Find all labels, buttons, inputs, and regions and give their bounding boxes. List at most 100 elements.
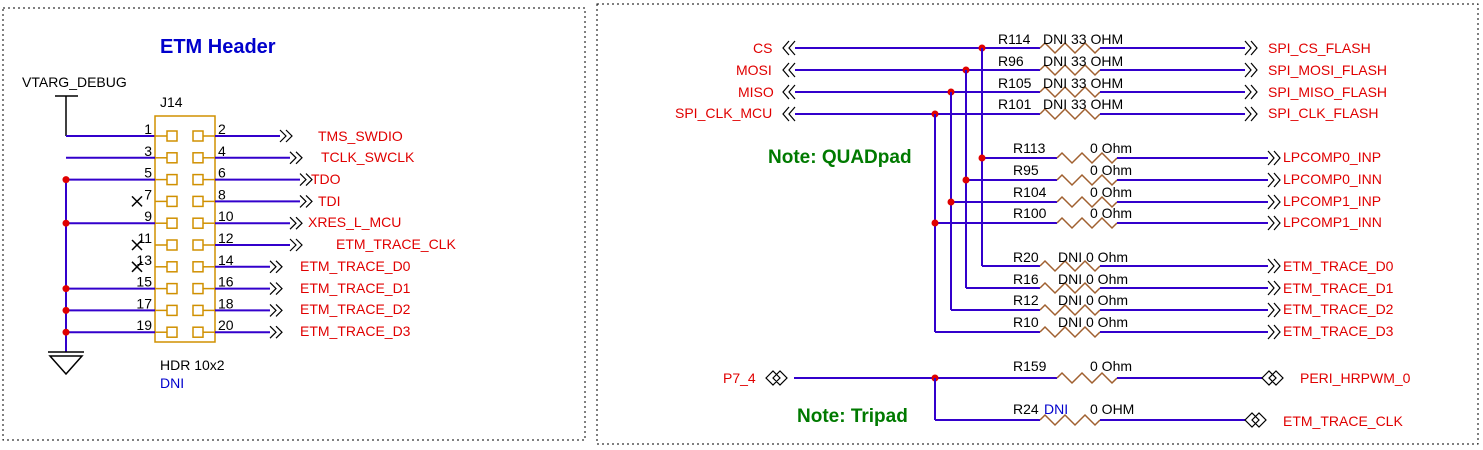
output-arrow [1267,324,1281,340]
r10-ref: R10 [1013,314,1039,330]
r104-val: 0 Ohm [1090,184,1132,200]
r96-ref: R96 [998,53,1024,69]
bidir-arrow [765,370,788,386]
left-wires [62,129,313,339]
input-label-cs: CS [753,40,772,56]
output-arrow [1244,62,1258,78]
output-arrow [1267,302,1281,318]
offpage-arrow [269,260,283,274]
out-peri-hrpwm: PERI_HRPWM_0 [1300,370,1411,386]
resistor [1056,151,1118,165]
pin-number-right: 10 [218,208,234,224]
r24-ref: R24 [1013,401,1039,417]
junction-dot [947,198,955,206]
nc-mark [131,261,143,273]
pin-number-right: 20 [218,317,234,333]
input-arrow [782,40,796,56]
resistor [1039,413,1101,427]
pin-number-left: 11 [137,230,152,246]
junction-dot [62,306,70,314]
junction-dot [962,176,970,184]
pin-left-square [166,173,178,186]
pin-number-left: 17 [136,295,152,311]
pin-left-square [166,261,178,273]
pin-left-square [166,217,178,229]
r24-val: 0 OHM [1090,401,1134,417]
input-label-miso: MISO [738,84,774,100]
r10-val: DNI 0 Ohm [1058,314,1128,330]
out-lpcomp1-inp: LPCOMP1_INP [1283,193,1381,209]
output-arrow [1267,150,1281,166]
input-label-spi-clk: SPI_CLK_MCU [675,105,772,121]
input-label-mosi: MOSI [736,62,772,78]
offpage-arrow [269,325,283,339]
out-trace-d1: ETM_TRACE_D1 [1283,280,1394,296]
resistor [1056,216,1118,230]
out-trace-d2: ETM_TRACE_D2 [1283,301,1394,317]
pin-number-right: 12 [218,230,234,246]
r95-val: 0 Ohm [1090,162,1132,178]
r24-dni: DNI [1044,401,1068,417]
connector-dni: DNI [160,375,184,391]
output-arrow [1267,280,1281,296]
offpage-arrow [299,173,313,187]
r114-val: DNI 33 OHM [1043,31,1123,47]
left-frame [2,7,586,441]
input-arrow [782,62,796,78]
r20-val: DNI 0 Ohm [1058,249,1128,265]
r12-val: DNI 0 Ohm [1058,292,1128,308]
pin-right-square [192,152,204,164]
out-lpcomp0-inp: LPCOMP0_INP [1283,149,1381,165]
bidir-arrow [1244,412,1267,428]
out-spi-cs-flash: SPI_CS_FLASH [1268,40,1371,56]
ground-symbol [48,355,84,376]
out-trace-d3: ETM_TRACE_D3 [1283,323,1394,339]
input-arrow [782,84,796,100]
offpage-arrow [269,303,283,317]
r20-ref: R20 [1013,249,1039,265]
pin-left-square [166,152,178,164]
r114-ref: R114 [998,31,1031,47]
right-wires [765,40,1284,428]
junction-dot [978,154,986,162]
bidir-arrow [1261,370,1284,386]
pin-number-left: 7 [144,186,152,202]
pin-left-square [166,130,178,142]
junction-dot [62,328,70,336]
pin-right-square [192,195,204,208]
pin-number-right: 8 [218,186,226,202]
nc-mark [131,195,143,207]
r104-ref: R104 [1013,184,1047,200]
r95-ref: R95 [1013,162,1039,178]
net-label-trace-d0: ETM_TRACE_D0 [300,258,411,274]
resistor [1039,303,1101,317]
pin-right-square [192,130,204,142]
output-arrow [1267,172,1281,188]
r105-val: DNI 33 OHM [1043,75,1123,91]
pin-right-square [192,282,204,295]
r159-val: 0 Ohm [1090,358,1132,374]
offpage-arrow [289,216,303,230]
pin-number-right: 2 [218,121,226,137]
net-label-tms: TMS_SWDIO [318,128,403,144]
pin-number-right: 4 [218,143,226,159]
r96-val: DNI 33 OHM [1043,53,1123,69]
junction-dot [62,219,70,227]
r113-val: 0 Ohm [1090,140,1132,156]
r100-ref: R100 [1013,205,1047,221]
out-spi-mosi-flash: SPI_MOSI_FLASH [1268,62,1387,78]
offpage-arrow [269,282,283,296]
r101-ref: R101 [998,96,1032,112]
resistor [1039,107,1101,121]
output-arrow [1267,194,1281,210]
pin-right-square [192,261,204,273]
pin-right-square [192,304,204,317]
net-label-trace-d3: ETM_TRACE_D3 [300,323,411,339]
net-label-trace-clk: ETM_TRACE_CLK [336,236,456,252]
resistor [1056,371,1118,385]
resistor [1039,281,1101,295]
offpage-arrow [279,129,293,143]
input-label-p74: P7_4 [723,370,756,386]
connector-ref: J14 [160,94,183,110]
output-arrow [1244,40,1258,56]
